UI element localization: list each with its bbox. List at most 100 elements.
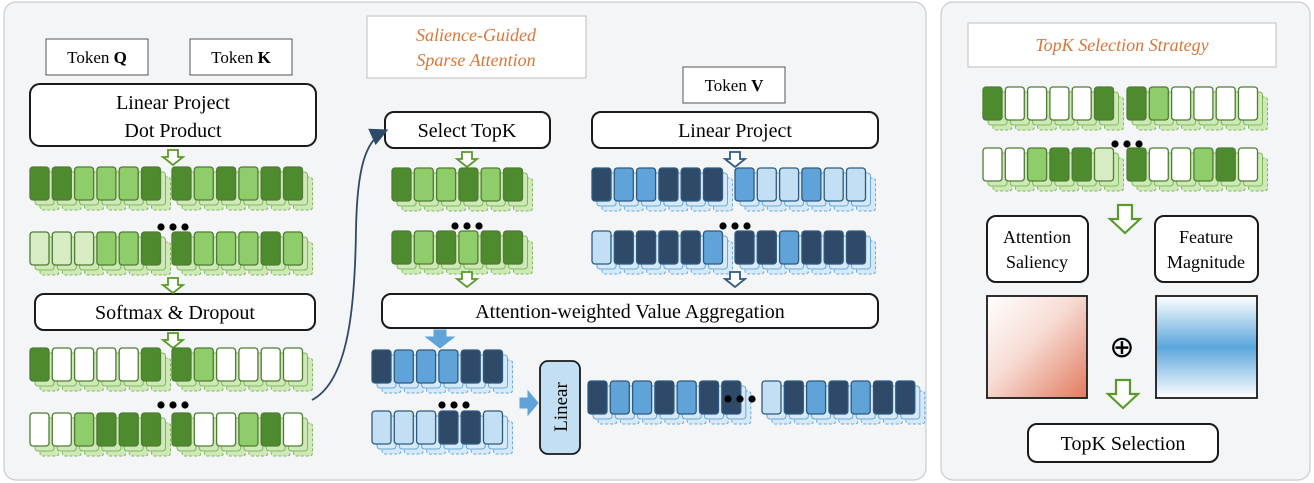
green-token-cell (1049, 147, 1070, 182)
green-token-cell (118, 231, 139, 266)
blue-token-cell (756, 230, 777, 265)
green-token-cell (1026, 86, 1048, 121)
green-token-cell (140, 231, 162, 266)
green-token-cell (51, 166, 72, 201)
blue-token-cell (591, 230, 612, 265)
softmax-ellipsis-dot (157, 401, 165, 409)
attn-ellipsis-dot (181, 223, 189, 231)
green-token-cell (118, 166, 139, 201)
green-token-cell (238, 412, 259, 447)
green-token-cell (502, 167, 524, 202)
softmax-ellipsis-dot (181, 401, 189, 409)
topk-ellipsis-dot (475, 222, 483, 230)
green-token-cell (215, 231, 237, 266)
green-token-cell (458, 230, 479, 265)
linear-project-v-box (591, 111, 879, 149)
green-token-cell (73, 347, 95, 382)
linear-label: Linear (551, 382, 572, 432)
token-k-label: Token K (211, 48, 272, 67)
blue-token-cell (702, 230, 724, 265)
output-ellipsis-dot (736, 395, 744, 403)
blue-token-cell (801, 167, 822, 202)
softmax-dropout-box (34, 293, 316, 331)
blue-token-cell (371, 410, 392, 445)
green-token-cell (260, 412, 281, 447)
green-token-cell (282, 231, 304, 266)
feature-magnitude-line2: Magnitude (1167, 252, 1245, 272)
green-token-cell (140, 412, 162, 447)
green-token-cell (238, 347, 259, 382)
blue-token-cell (734, 167, 755, 202)
feature-magnitude-line1: Feature (1179, 227, 1233, 247)
topk-strategy-title-box (967, 22, 1277, 68)
green-token-cell (1004, 147, 1025, 182)
blue-token-cell (756, 167, 777, 202)
blue-token-cell (680, 230, 701, 265)
attention-saliency-box (986, 215, 1089, 283)
green-token-cell (193, 412, 214, 447)
aggregated-ellipsis-dot (462, 401, 470, 409)
green-token-cell (1215, 86, 1236, 121)
softmax-ellipsis-dot (169, 401, 177, 409)
green-token-cell (982, 147, 1003, 182)
feature-magnitude-map (1155, 295, 1258, 399)
strategy-ellipsis-dot (1111, 140, 1119, 148)
green-token-cell (29, 231, 50, 266)
green-token-cell (260, 231, 281, 266)
blue-token-cell (783, 380, 804, 415)
green-token-cell (282, 412, 304, 447)
blue-token-cell (635, 230, 657, 265)
blue-token-cell (850, 380, 871, 415)
green-token-cell (435, 167, 457, 202)
blue-token-cell (438, 410, 459, 445)
arrow-after-softmax (160, 332, 186, 350)
green-token-cell (1237, 147, 1259, 182)
strategy-ellipsis-dot (1135, 140, 1143, 148)
blue-token-cell (482, 410, 504, 445)
green-token-cell (51, 347, 72, 382)
green-token-cell (238, 166, 259, 201)
blue-token-cell (654, 380, 675, 415)
blue-token-cell (778, 167, 800, 202)
green-token-cell (1071, 147, 1092, 182)
blue-token-cell (393, 349, 414, 384)
output-ellipsis-dot (724, 395, 732, 403)
feature-magnitude-box (1154, 215, 1259, 283)
blue-token-cell (635, 167, 657, 202)
blue-token-cell (613, 230, 634, 265)
blue-token-cell (823, 230, 844, 265)
green-token-cell (29, 347, 50, 382)
curve-arrow (311, 128, 389, 401)
green-token-cell (1049, 86, 1070, 121)
green-token-cell (96, 347, 117, 382)
topk-selection-label: TopK Selection (1061, 433, 1186, 455)
blue-token-cell (801, 230, 822, 265)
arrow-after-linear-project-v (722, 151, 748, 169)
value-ellipsis-dot (719, 222, 727, 230)
blue-token-cell (460, 349, 481, 384)
green-token-cell (238, 231, 259, 266)
blue-token-cell (393, 410, 414, 445)
aggregated-ellipsis-dot (450, 401, 458, 409)
green-token-cell (1093, 147, 1115, 182)
green-token-cell (1215, 147, 1236, 182)
green-token-cell (1126, 86, 1147, 121)
green-token-cell (1093, 86, 1115, 121)
green-token-cell (29, 166, 50, 201)
attention-saliency-line1: Attention (1003, 227, 1071, 247)
token-grid-layer (29, 86, 1268, 457)
green-token-cell (1237, 86, 1259, 121)
blue-token-cell (702, 167, 724, 202)
token-v-box (682, 66, 786, 104)
output-ellipsis-dot (748, 395, 756, 403)
blue-token-cell (658, 230, 679, 265)
blue-token-cell (460, 410, 481, 445)
topk-strategy-title: TopK Selection Strategy (1035, 35, 1208, 55)
green-token-cell (391, 230, 412, 265)
blue-token-cell (591, 167, 612, 202)
value-ellipsis-dot (743, 222, 751, 230)
blue-token-cell (698, 380, 720, 415)
blue-token-cell (438, 349, 459, 384)
blue-token-cell (828, 380, 849, 415)
